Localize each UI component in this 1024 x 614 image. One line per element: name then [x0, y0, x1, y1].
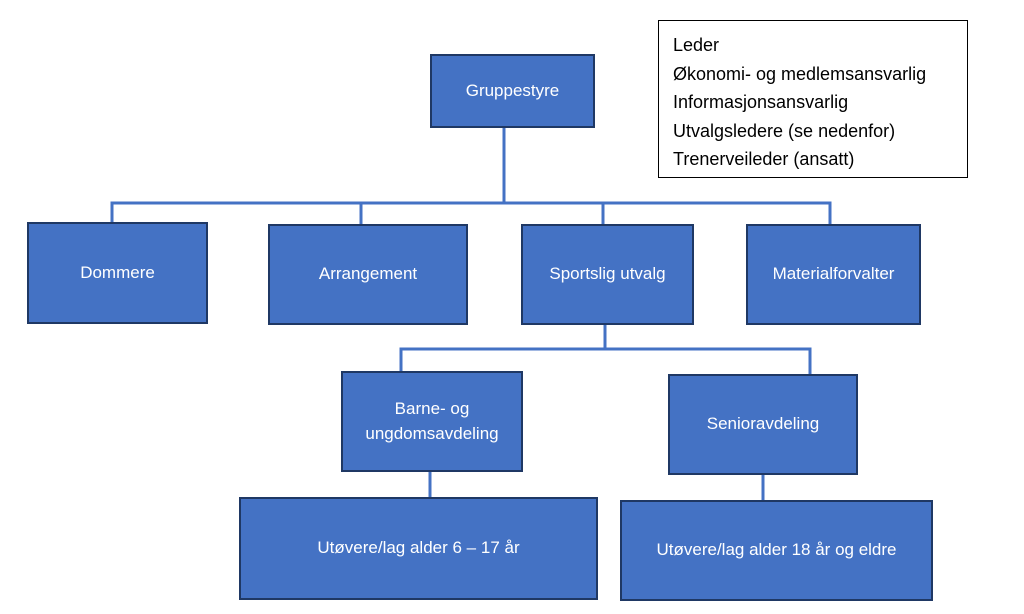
node-sportslig-utvalg: Sportslig utvalg	[521, 224, 694, 325]
legend-item: Utvalgsledere (se nedenfor)	[673, 120, 896, 141]
node-arrangement: Arrangement	[268, 224, 468, 325]
node-gruppestyre: Gruppestyre	[430, 54, 595, 128]
node-label: Sportslig utvalg	[549, 264, 666, 284]
node-label: Dommere	[80, 262, 155, 282]
node-label: Barne- og ungdomsavdeling	[365, 398, 499, 443]
legend-item: Informasjonsansvarlig	[673, 92, 849, 112]
node-senioravdeling: Senioravdeling	[668, 374, 858, 475]
node-label: Senioravdeling	[706, 414, 820, 434]
gruppestyre-members-legend: Leder Økonomi- og medlemsansvarlig Infor…	[658, 20, 968, 178]
node-utovere-18-plus: Utøvere/lag alder 18 år og eldre	[620, 500, 933, 601]
node-label: Arrangement	[318, 264, 418, 284]
legend-item: Økonomi- og medlemsansvarlig	[673, 63, 927, 84]
node-label: Utøvere/lag alder 6 – 17 år	[317, 538, 520, 558]
node-label: Utøvere/lag alder 18 år og eldre	[656, 540, 897, 560]
legend-item: Leder	[673, 35, 720, 55]
node-utovere-6-17: Utøvere/lag alder 6 – 17 år	[239, 497, 598, 600]
node-label: Gruppestyre	[465, 80, 560, 100]
legend-item: Trenerveileder (ansatt)	[673, 149, 855, 169]
node-label: Materialforvalter	[772, 264, 895, 284]
node-materialforvalter: Materialforvalter	[746, 224, 921, 325]
node-barne-ungdomsavdeling: Barne- og ungdomsavdeling	[341, 371, 523, 472]
node-dommere: Dommere	[27, 222, 208, 324]
